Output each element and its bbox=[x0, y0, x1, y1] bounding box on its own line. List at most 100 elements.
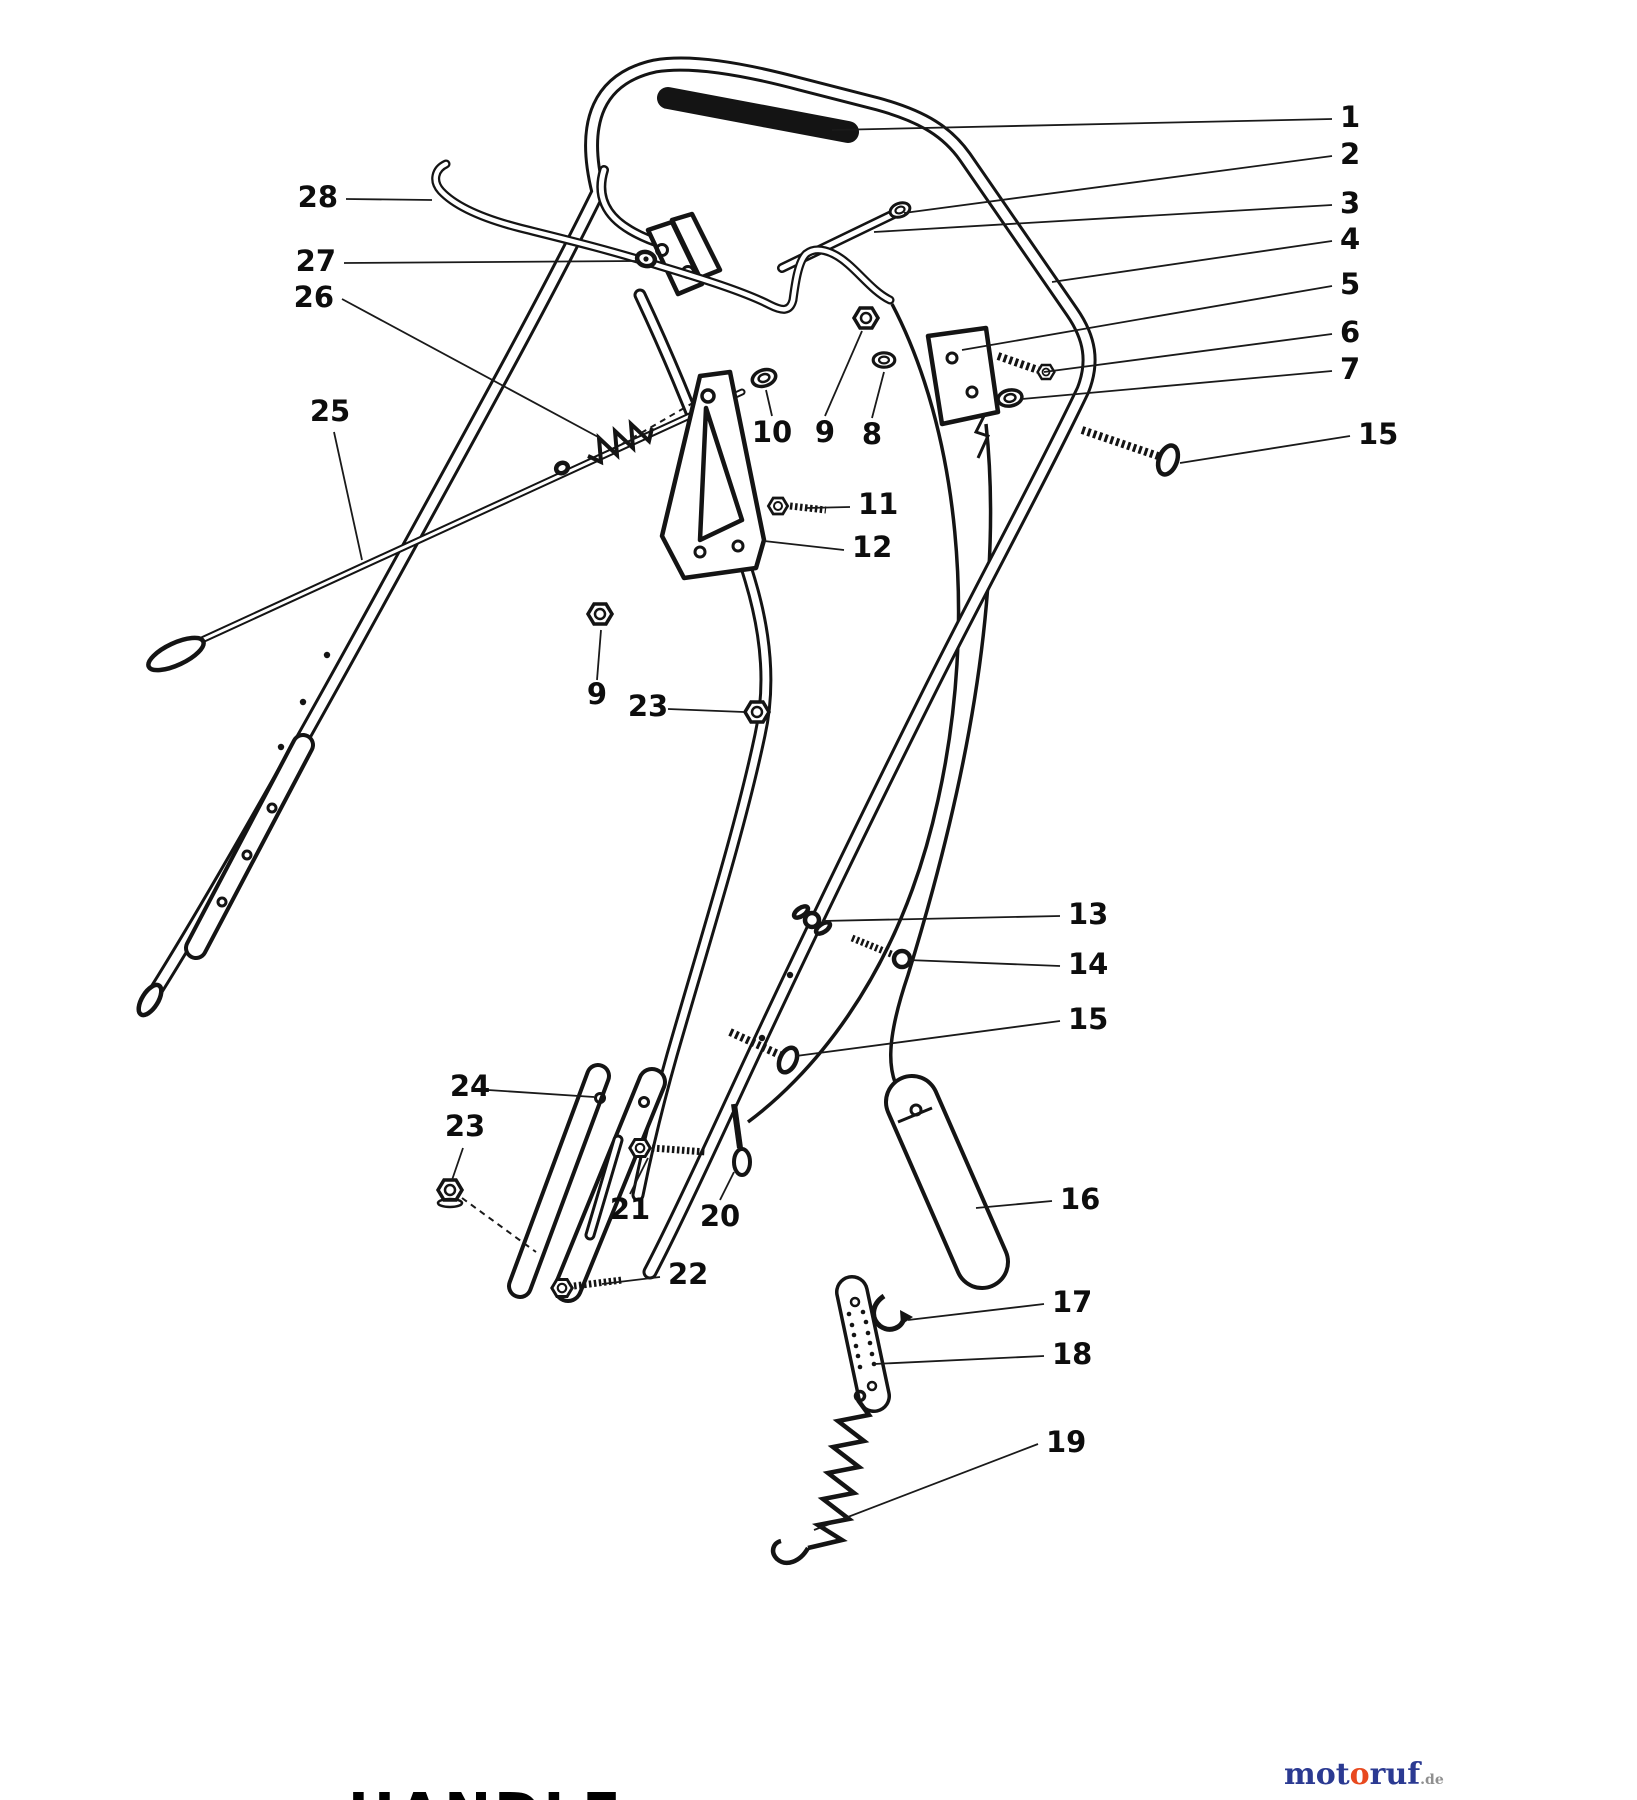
callout-leader-4 bbox=[1051, 240, 1333, 283]
callout-label-2: 2 bbox=[1340, 137, 1360, 171]
callout-leader-16 bbox=[975, 1200, 1053, 1209]
tension-spring bbox=[770, 1389, 873, 1565]
hex-nut-9b bbox=[586, 602, 614, 626]
callout-label-6: 6 bbox=[1340, 315, 1360, 349]
hex-nut-9 bbox=[852, 306, 880, 330]
callout-label-7: 7 bbox=[1340, 352, 1360, 386]
callout-label-11: 11 bbox=[858, 487, 898, 521]
callout-leader-28 bbox=[345, 198, 433, 201]
upper-handle-tube bbox=[136, 56, 1097, 1280]
callout-leader-15 bbox=[795, 1020, 1061, 1057]
callout-label-28: 28 bbox=[298, 180, 338, 214]
watermark-logo: motoruf.de bbox=[1284, 1758, 1444, 1797]
callout-leader-21 bbox=[629, 1157, 649, 1195]
s-hook bbox=[871, 1293, 913, 1332]
callout-label-19: 19 bbox=[1046, 1425, 1086, 1459]
adjust-hole bbox=[277, 743, 285, 751]
callout-leader-3 bbox=[873, 204, 1333, 233]
callout-leader-9 bbox=[824, 330, 863, 417]
callout-label-13: 13 bbox=[1068, 897, 1108, 931]
adjust-hole bbox=[323, 651, 331, 659]
hex-nut-23b bbox=[436, 1178, 464, 1202]
callout-label-24: 24 bbox=[450, 1069, 490, 1103]
compression-spring bbox=[587, 418, 654, 466]
callout-label-1: 1 bbox=[1340, 100, 1360, 134]
mount-bracket-5 bbox=[925, 325, 1001, 427]
adjuster-rod bbox=[146, 388, 746, 673]
flange-7 bbox=[995, 386, 1025, 410]
rod-collar bbox=[553, 460, 571, 476]
callout-leader-1 bbox=[831, 118, 1333, 131]
bolt-22-head bbox=[550, 1278, 574, 1298]
control-cables bbox=[746, 303, 993, 1124]
callout-label-15: 15 bbox=[1068, 1002, 1108, 1036]
flange-nut-8 bbox=[871, 351, 897, 369]
callout-label-3: 3 bbox=[1340, 186, 1360, 220]
callout-label-18: 18 bbox=[1052, 1337, 1092, 1371]
callout-label-20: 20 bbox=[700, 1199, 740, 1233]
callout-leader-10 bbox=[765, 389, 773, 417]
bolt-6 bbox=[996, 352, 1040, 374]
roller-grip bbox=[884, 1074, 1010, 1290]
callout-label-26: 26 bbox=[294, 280, 334, 314]
callout-leader-19 bbox=[813, 1443, 1039, 1531]
bolt-21-head bbox=[628, 1138, 652, 1158]
callout-leader-8 bbox=[871, 371, 885, 419]
callout-label-25: 25 bbox=[310, 394, 350, 428]
grip-pad bbox=[657, 87, 859, 143]
watermark-part2: ruf bbox=[1369, 1757, 1421, 1792]
bolt-22 bbox=[573, 1276, 623, 1290]
wing-fitting-13 bbox=[802, 910, 822, 930]
callout-leader-15 bbox=[1179, 435, 1351, 464]
callout-leader-20 bbox=[719, 1171, 735, 1201]
callout-label-22: 22 bbox=[668, 1257, 708, 1291]
callout-leader-22 bbox=[601, 1276, 661, 1285]
bolt-11-head bbox=[767, 496, 789, 516]
callout-leader-5 bbox=[961, 285, 1333, 351]
watermark-tld: .de bbox=[1420, 1772, 1444, 1788]
callout-leader-17 bbox=[907, 1303, 1045, 1321]
callout-leader-2 bbox=[903, 155, 1333, 214]
callout-label-17: 17 bbox=[1052, 1285, 1092, 1319]
callout-label-21: 21 bbox=[610, 1192, 650, 1226]
bolt-21 bbox=[651, 1144, 707, 1156]
washer-2 bbox=[886, 198, 914, 222]
callout-leader-9 bbox=[596, 629, 602, 681]
hardware-fasteners bbox=[436, 198, 1181, 1298]
adjust-hole bbox=[786, 971, 794, 979]
callout-label-8: 8 bbox=[862, 417, 882, 451]
callout-label-15: 15 bbox=[1358, 417, 1398, 451]
callout-label-4: 4 bbox=[1340, 222, 1360, 256]
adjust-hole bbox=[299, 698, 307, 706]
callout-label-14: 14 bbox=[1068, 947, 1108, 981]
bolt-11 bbox=[789, 502, 827, 514]
callout-leader-24 bbox=[487, 1089, 595, 1098]
flange-nut-10 bbox=[748, 364, 780, 392]
callout-label-9: 9 bbox=[815, 415, 835, 449]
cable-kink-mark bbox=[973, 411, 991, 459]
callout-label-16: 16 bbox=[1060, 1182, 1100, 1216]
callout-leader-23 bbox=[451, 1147, 464, 1181]
hex-nut-23 bbox=[743, 700, 771, 724]
callout-label-9: 9 bbox=[587, 677, 607, 711]
lower-handle-flat-bars bbox=[507, 1063, 667, 1303]
caption-clip: HANDLE ASSEMBLY bbox=[348, 1787, 988, 1800]
rod-pin-20 bbox=[731, 1103, 743, 1149]
callout-label-12: 12 bbox=[852, 530, 892, 564]
diagram-caption: HANDLE ASSEMBLY bbox=[348, 1787, 988, 1800]
callout-leader-7 bbox=[1021, 370, 1333, 400]
triangle-bracket bbox=[659, 369, 767, 581]
control-rod bbox=[431, 159, 895, 314]
perforated-strap bbox=[835, 1275, 891, 1413]
callout-label-5: 5 bbox=[1340, 267, 1360, 301]
callout-leader-11 bbox=[805, 506, 851, 509]
callout-label-23: 23 bbox=[445, 1109, 485, 1143]
callout-leader-12 bbox=[763, 540, 845, 551]
watermark-accent: o bbox=[1349, 1757, 1370, 1792]
callout-leader-26 bbox=[341, 298, 601, 439]
callout-leader-13 bbox=[821, 915, 1061, 922]
callout-leader-25 bbox=[333, 431, 363, 561]
